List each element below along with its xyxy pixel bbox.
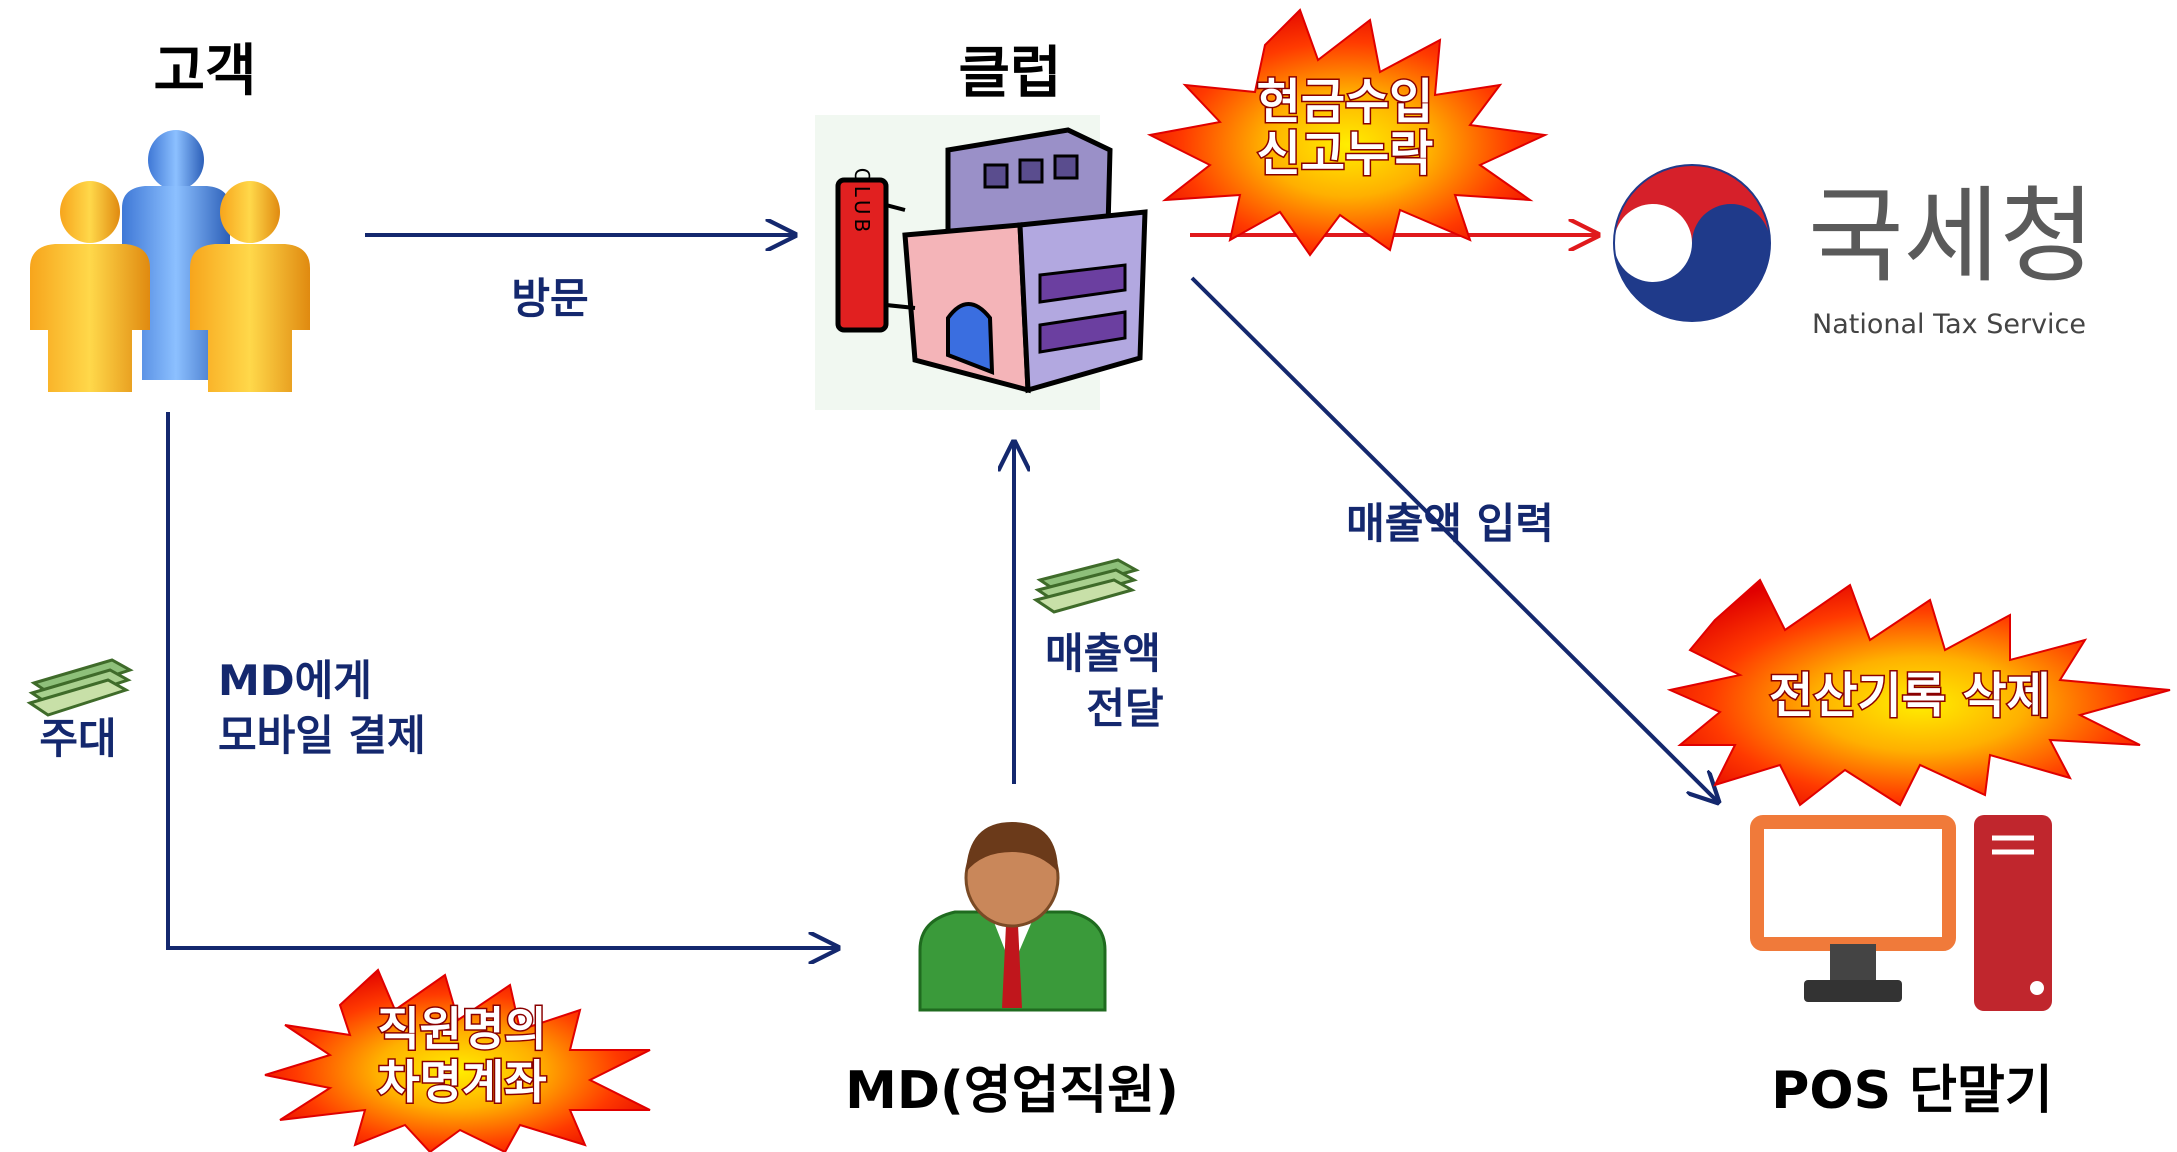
md-person-icon — [918, 822, 1107, 1012]
pos-terminal-icon — [1750, 815, 2052, 1011]
money-bundle-icon-left — [26, 658, 134, 717]
customer-label: 고객 — [153, 39, 256, 104]
money-bundle-icon-center — [1032, 558, 1140, 614]
arrow-customer-to-md — [166, 412, 838, 948]
md-payment-label-line2: 모바일 결제 — [218, 711, 426, 760]
burst-account-line2: 차명계좌 — [377, 1055, 546, 1109]
arrow-club-to-pos — [1190, 276, 1718, 802]
nts-subtitle: National Tax Service — [1812, 309, 2086, 340]
md-payment-label-line1: MD에게 — [218, 656, 372, 705]
burst-account-line1: 직원명의 — [377, 1002, 546, 1056]
sales-transfer-label-line1: 매출액 — [1045, 629, 1161, 678]
burst-delete-label: 전산기록 삭제 — [1769, 668, 2051, 724]
md-label: MD(영업직원) — [845, 1061, 1179, 1121]
burst-account: 직원명의 차명계좌 — [264, 968, 651, 1152]
club-building-icon: CLUB — [815, 115, 1148, 410]
burst-tax: 현금수입 신고누락 — [1146, 8, 1549, 257]
customer-group-icon — [30, 130, 310, 392]
burst-tax-line1: 현금수입 — [1257, 74, 1434, 130]
club-sign-label: CLUB — [850, 168, 874, 236]
sales-transfer-label-line2: 전달 — [1086, 684, 1163, 733]
club-label: 클럽 — [958, 41, 1061, 106]
burst-tax-line2: 신고누락 — [1257, 126, 1434, 182]
visit-label: 방문 — [511, 274, 588, 323]
nts-logo — [1613, 164, 1771, 322]
pos-label: POS 단말기 — [1771, 1061, 2052, 1121]
sales-input-label: 매출액 입력 — [1346, 499, 1554, 548]
tip-label: 주대 — [39, 714, 116, 763]
nts-name: 국세청 — [1808, 175, 2095, 297]
burst-delete: 전산기록 삭제 — [1666, 578, 2171, 807]
